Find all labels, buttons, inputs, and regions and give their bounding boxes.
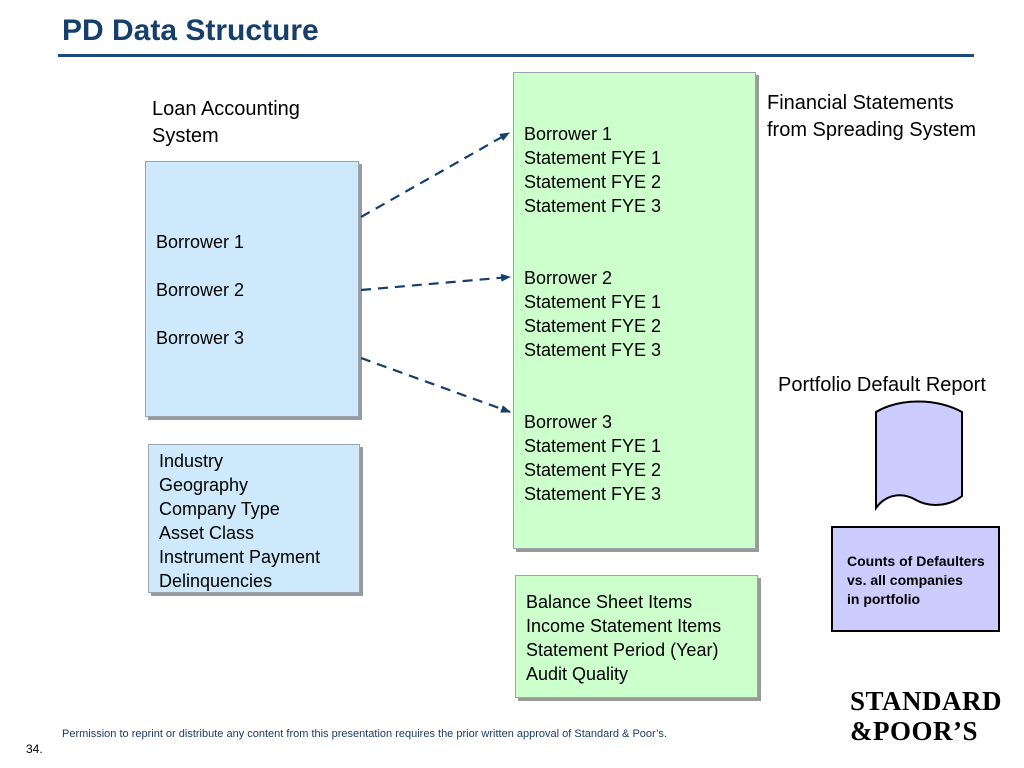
counts-line: vs. all companies: [847, 572, 963, 588]
statement-item: Statement FYE 1: [524, 292, 662, 312]
statement-group: Borrower 1 Statement FYE 1 Statement FYE…: [524, 122, 755, 218]
statement-group-borrower: Borrower 1: [524, 124, 613, 144]
attribute-item: Geography: [159, 475, 249, 495]
arrow-borrower-2: [360, 273, 511, 292]
statement-item: Statement FYE 3: [524, 196, 662, 216]
statement-item: Statement FYE 2: [524, 316, 662, 336]
statement-group-borrower: Borrower 2: [524, 268, 613, 288]
statement-item: Statement FYE 1: [524, 436, 662, 456]
arrow-borrower-3: [360, 356, 511, 414]
loan-system-label-line: System: [152, 125, 219, 147]
statement-field-item: Income Statement Items: [526, 616, 722, 636]
statement-item: Statement FYE 3: [524, 340, 662, 360]
financial-statements-label: Financial Statements from Spreading Syst…: [767, 90, 976, 144]
borrower-list-box: Borrower 1 Borrower 2 Borrower 3: [145, 161, 359, 417]
statement-item: Statement FYE 2: [524, 172, 662, 192]
attribute-item: Industry: [159, 451, 224, 471]
statement-group: Borrower 2 Statement FYE 1 Statement FYE…: [524, 266, 755, 362]
standard-poors-logo: STANDARD &POOR’S: [850, 686, 1002, 746]
counts-line: in portfolio: [847, 591, 921, 607]
statements-box: Borrower 1 Statement FYE 1 Statement FYE…: [513, 72, 756, 549]
statement-field-item: Balance Sheet Items: [526, 592, 693, 612]
borrower-item: Borrower 3: [156, 328, 245, 348]
borrower-item: Borrower 1: [156, 232, 245, 252]
attribute-item: Delinquencies: [159, 571, 273, 591]
permission-note: Permission to reprint or distribute any …: [62, 728, 667, 740]
logo-line: &POOR’S: [850, 716, 978, 746]
borrower-attributes-box: Industry Geography Company Type Asset Cl…: [148, 444, 360, 593]
statement-field-item: Statement Period (Year): [526, 640, 719, 660]
borrower-item: Borrower 2: [156, 280, 245, 300]
page-number: 34.: [26, 742, 43, 756]
counts-box: Counts of Defaulters vs. all companies i…: [831, 526, 1000, 632]
loan-system-label-line: Loan Accounting: [152, 98, 300, 120]
statement-group: Borrower 3 Statement FYE 1 Statement FYE…: [524, 410, 755, 506]
page-title: PD Data Structure: [62, 14, 319, 47]
statement-group-borrower: Borrower 3: [524, 412, 613, 432]
attribute-item: Instrument Payment: [159, 547, 321, 567]
financial-statements-label-line: Financial Statements: [767, 92, 954, 114]
logo-line: STANDARD: [850, 686, 1003, 716]
attribute-item: Company Type: [159, 499, 280, 519]
loan-system-label: Loan Accounting System: [152, 96, 300, 150]
report-document-icon: [875, 400, 963, 512]
title-divider: [58, 54, 974, 57]
financial-statements-label-line: from Spreading System: [767, 119, 976, 141]
statement-item: Statement FYE 1: [524, 148, 662, 168]
statement-field-item: Audit Quality: [526, 664, 629, 684]
attribute-item: Asset Class: [159, 523, 255, 543]
arrow-borrower-1: [360, 132, 510, 218]
statement-items-box: Balance Sheet Items Income Statement Ite…: [515, 575, 758, 698]
statement-item: Statement FYE 2: [524, 460, 662, 480]
counts-line: Counts of Defaulters: [847, 553, 985, 569]
portfolio-report-label: Portfolio Default Report: [778, 374, 986, 396]
statement-item: Statement FYE 3: [524, 484, 662, 504]
